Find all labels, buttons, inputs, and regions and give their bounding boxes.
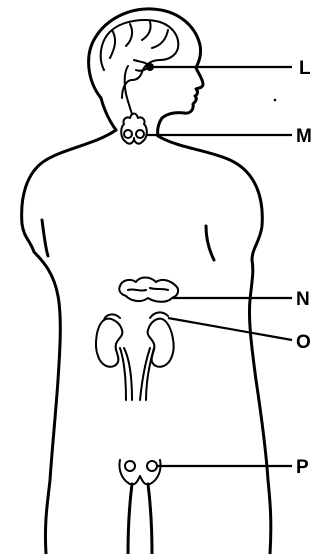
thyroid-lobe-left: [124, 130, 132, 138]
ureter-left: [120, 348, 132, 400]
thyroid-lobe-right: [136, 130, 144, 138]
neck-left: [101, 98, 116, 130]
leader-o: [168, 318, 292, 340]
arm-left-inner: [42, 220, 48, 256]
pancreas-detail: [128, 288, 168, 291]
kidney-left: [96, 319, 122, 367]
label-n: N: [296, 289, 310, 310]
gonad-right: [147, 461, 157, 471]
gland-o-adrenal: [150, 312, 168, 318]
gonad-left: [125, 461, 135, 471]
label-p: P: [296, 457, 309, 478]
speck: [274, 99, 277, 102]
label-o: O: [296, 332, 311, 353]
torso-right: [158, 136, 271, 554]
gland-m-thyroid: [121, 114, 147, 144]
pelvis-lines: [128, 484, 152, 554]
label-m: M: [296, 126, 312, 147]
torso-left: [22, 130, 116, 554]
arm-right-inner: [206, 226, 214, 260]
label-l: L: [299, 58, 311, 79]
head-outline: [89, 9, 203, 136]
ureter-right: [140, 348, 154, 400]
brain: [101, 20, 179, 98]
